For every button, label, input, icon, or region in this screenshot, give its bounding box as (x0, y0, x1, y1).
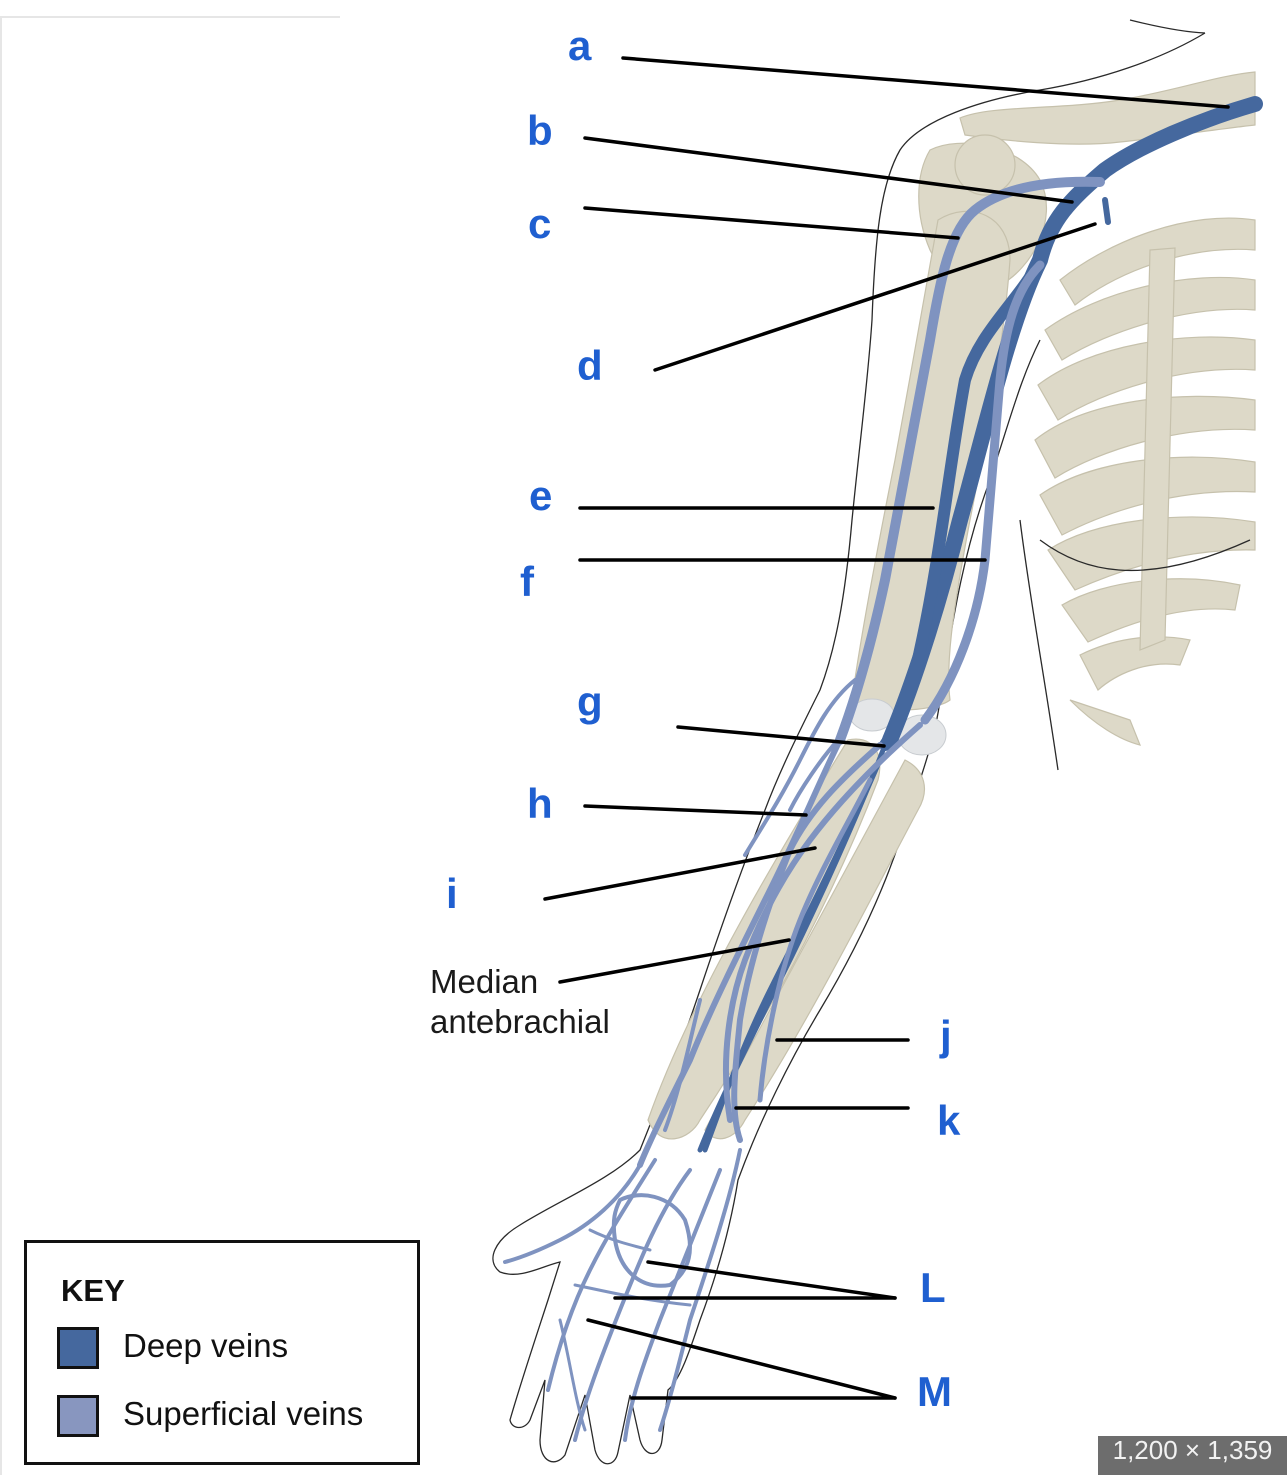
annotation-line-2: antebrachial (430, 1003, 610, 1040)
leader-i (543, 846, 817, 901)
leader-d (653, 222, 1097, 372)
deep-veins-label: Deep veins (123, 1327, 289, 1364)
label-g: g (577, 678, 603, 725)
body-outline (492, 19, 1206, 1465)
image-size-badge: 1,200 × 1,359 (1098, 1436, 1287, 1475)
humerus (851, 210, 1011, 711)
label-i: i (446, 870, 458, 917)
leader-h (583, 804, 808, 817)
leader-lines (543, 56, 1230, 1400)
label-L: L (920, 1264, 946, 1311)
letter-labels: a b c d e f g h i j k L M (446, 22, 961, 1415)
leader-g (676, 725, 886, 748)
label-M: M (917, 1368, 952, 1415)
label-k: k (937, 1097, 961, 1144)
leader-a (621, 56, 1230, 109)
label-f: f (520, 558, 535, 605)
superficial-veins-label: Superficial veins (123, 1395, 364, 1432)
median-antebrachial-label: Median antebrachial (430, 963, 610, 1040)
leader-L-1 (646, 1260, 897, 1300)
leader-b (583, 136, 1074, 204)
label-c: c (528, 200, 551, 247)
ulna (704, 759, 926, 1140)
deep-veins-swatch (57, 1327, 99, 1369)
superficial-veins (503, 176, 1105, 1442)
leader-c (583, 206, 960, 240)
legend-key: KEY Deep veins Superficial veins (24, 1240, 420, 1465)
superficial-veins-swatch (57, 1395, 99, 1437)
leader-median (558, 938, 791, 984)
leader-M-1 (586, 1318, 897, 1400)
legend-title: KEY (61, 1273, 125, 1308)
label-e: e (529, 472, 552, 519)
elbow-joint (849, 698, 947, 756)
radius (647, 738, 881, 1140)
label-b: b (527, 107, 553, 154)
label-d: d (577, 342, 603, 389)
annotation-line-1: Median (430, 963, 538, 1000)
label-h: h (527, 780, 553, 827)
label-j: j (939, 1012, 952, 1059)
label-a: a (568, 22, 592, 69)
rib-cage (1034, 217, 1256, 746)
